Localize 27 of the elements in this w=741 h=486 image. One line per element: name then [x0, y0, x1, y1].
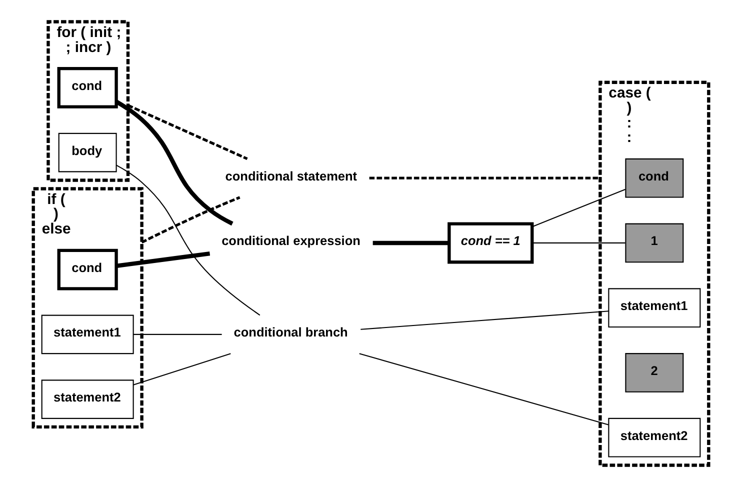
connector — [114, 99, 233, 226]
node-text: conditional statement — [224, 168, 357, 183]
node-box: cond — [624, 158, 684, 198]
node-text: conditional branch — [233, 324, 348, 340]
node-box: 2 — [624, 352, 684, 392]
connector — [126, 104, 248, 160]
connector — [116, 164, 260, 316]
node-box: cond — [56, 248, 118, 290]
connector — [532, 242, 625, 243]
connector — [532, 188, 625, 227]
connector — [358, 352, 608, 425]
node-box: statement1 — [608, 288, 700, 328]
connector — [116, 250, 210, 268]
node-box: statement2 — [608, 417, 700, 457]
node-box: statement2 — [40, 379, 134, 418]
connector — [132, 333, 222, 334]
node-box: cond == 1 — [447, 222, 534, 264]
node-box: 1 — [624, 222, 684, 262]
connector — [368, 176, 600, 179]
connector — [132, 352, 230, 385]
connector — [360, 310, 608, 330]
node-box: body — [58, 132, 116, 172]
node-box: statement1 — [40, 314, 134, 354]
node-text: conditional expression — [221, 232, 360, 248]
connector — [140, 196, 240, 244]
connector — [372, 240, 448, 245]
node-box: cond — [56, 66, 118, 108]
